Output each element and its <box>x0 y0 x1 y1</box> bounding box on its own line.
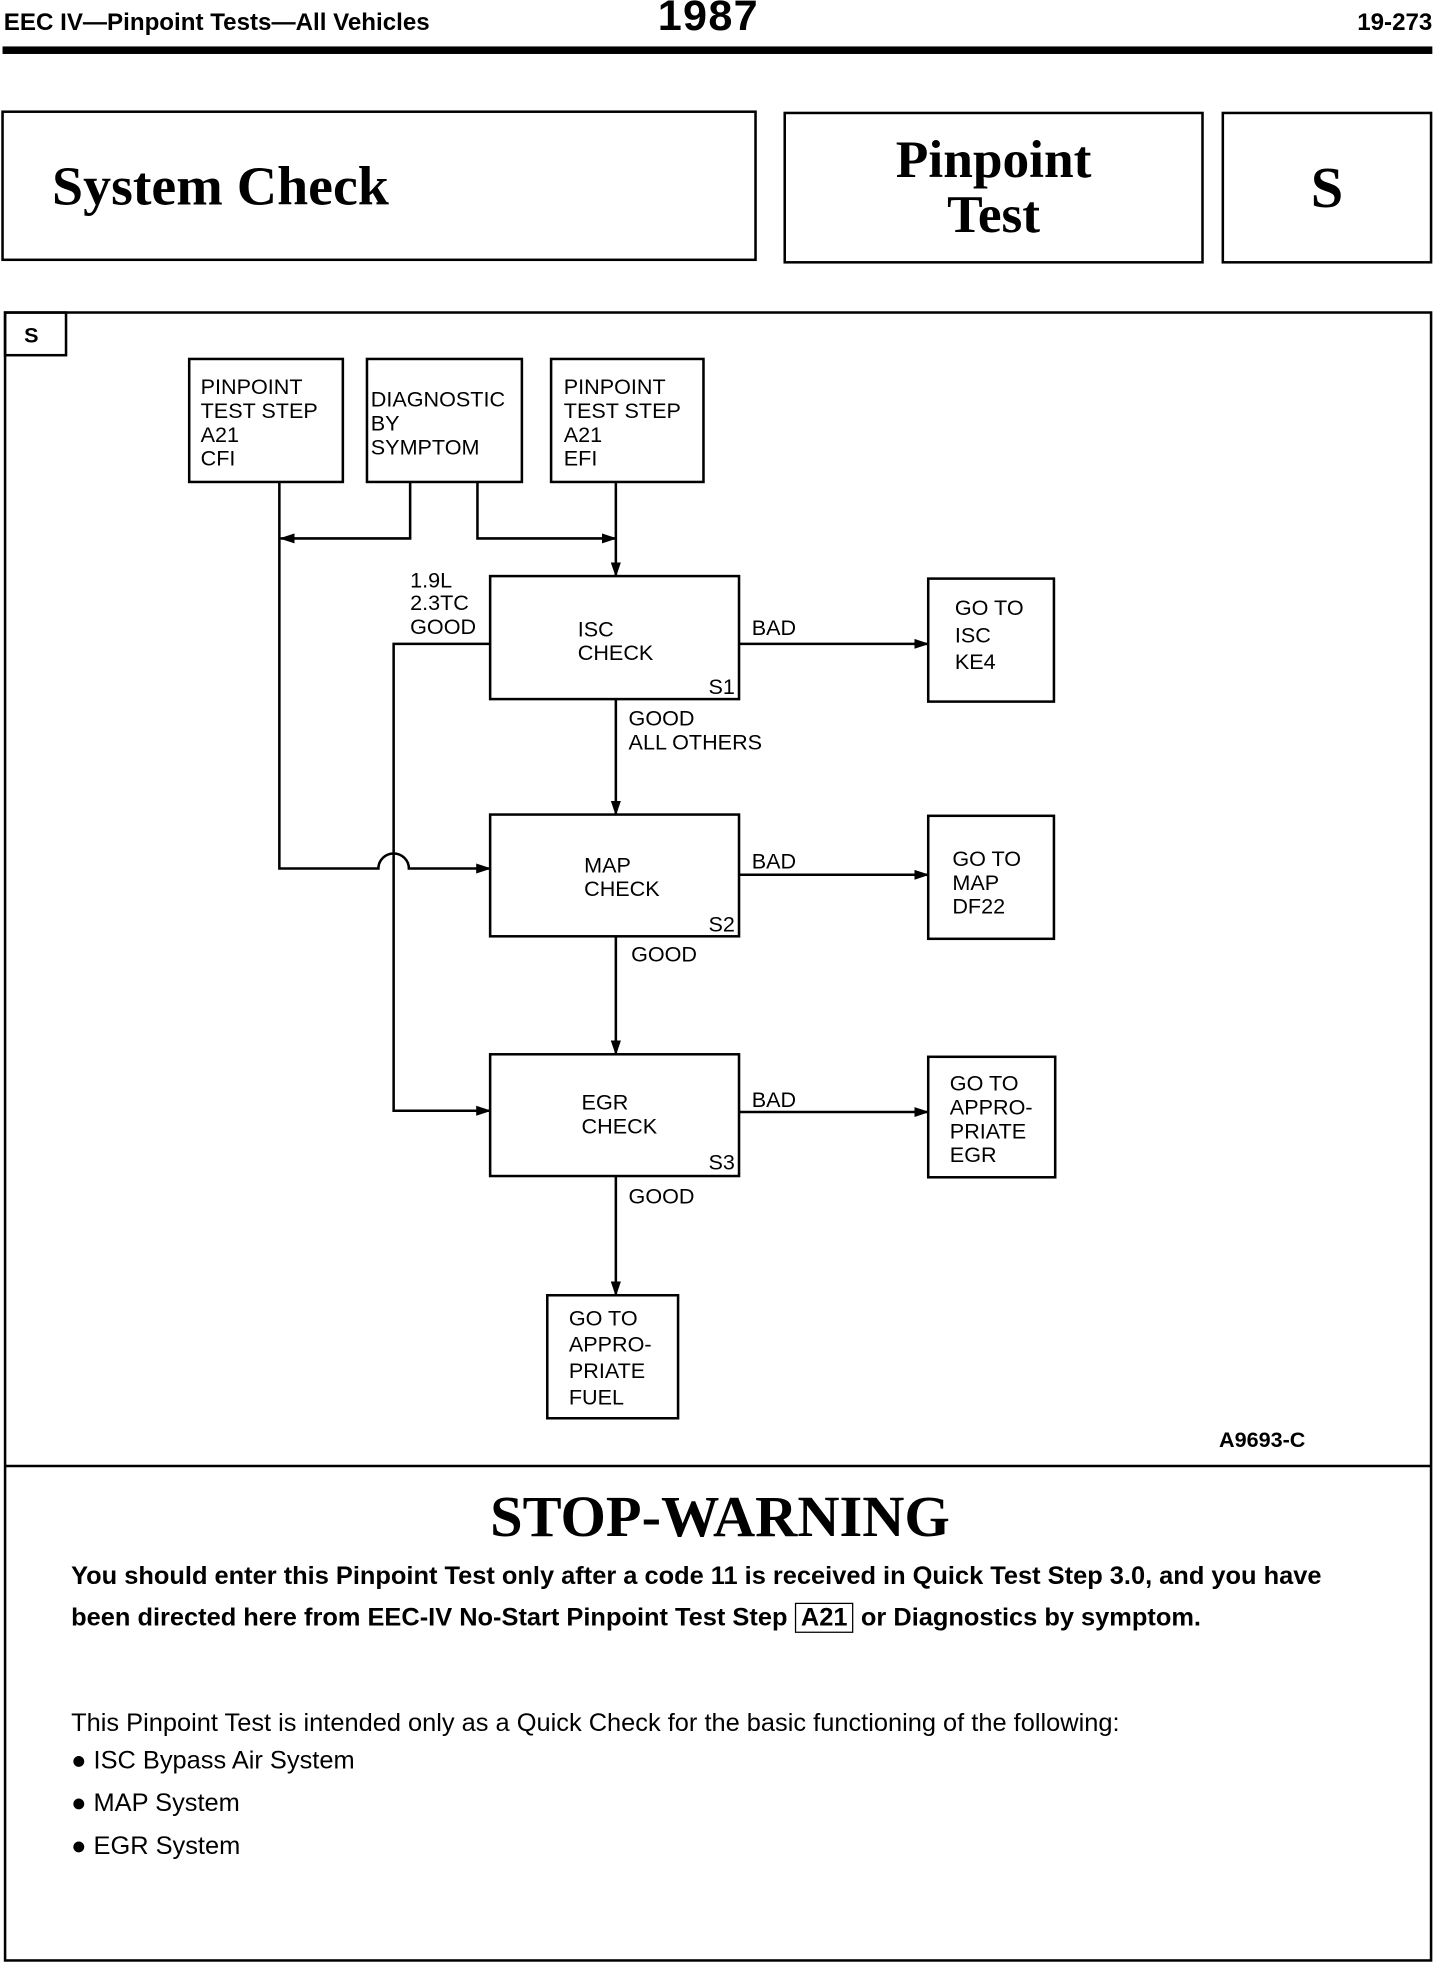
warning-text: or Diagnostics by symptom. <box>853 1604 1201 1632</box>
flow-label: 1.9L <box>410 568 452 592</box>
box-text: BY <box>371 412 400 436</box>
box-text: MAP <box>584 853 631 877</box>
section-title-box: System Check <box>1 110 757 262</box>
bullet-item: ● ISC Bypass Air System <box>71 1747 355 1775</box>
box-goto-egr <box>926 1055 1057 1179</box>
box-text: DF22 <box>952 895 1005 919</box>
box-text: APPRO- <box>950 1096 1033 1120</box>
box-text: A21 <box>564 423 602 447</box>
box-text: CHECK <box>584 877 660 901</box>
box-cfi <box>187 357 345 484</box>
box-text: CFI <box>201 447 236 471</box>
test-code-box: S <box>1221 111 1433 264</box>
box-text: APPRO- <box>569 1333 652 1357</box>
tab-box <box>3 311 68 357</box>
flow-dbs-to-cfi <box>279 481 412 544</box>
flow-label: GOOD <box>410 615 476 639</box>
flow-cfi-to-map <box>278 481 492 874</box>
box-text: SYMPTOM <box>371 435 480 459</box>
bullet-item: ● MAP System <box>71 1789 240 1818</box>
diagram-frame <box>3 311 1433 1962</box>
box-text: PRIATE <box>569 1359 645 1383</box>
flow-label: GOOD <box>629 707 695 731</box>
box-text: PRIATE <box>950 1119 1026 1143</box>
box-text: KE4 <box>955 650 996 674</box>
box-text: TEST STEP <box>564 399 681 423</box>
box-text: TEST STEP <box>201 399 318 423</box>
box-text: PINPOINT <box>201 375 303 399</box>
flow-label-good: GOOD <box>629 1185 695 1209</box>
page-number: 19-273 <box>1357 10 1433 37</box>
running-header: EEC IV—Pinpoint Tests—All Vehicles <box>3 10 430 37</box>
box-text: ISC <box>578 617 614 641</box>
box-text: GO TO <box>950 1072 1019 1096</box>
test-type-box: Pinpoint Test <box>783 111 1204 264</box>
flow-label-bad: BAD <box>752 1088 796 1112</box>
figure-id: A9693-C <box>1219 1428 1305 1452</box>
bullet-item: ● EGR System <box>71 1832 241 1861</box>
box-text: EGR <box>582 1091 629 1115</box>
test-code: S <box>1310 155 1344 220</box>
year: 1987 <box>657 0 759 41</box>
step-id: S1 <box>709 675 735 699</box>
warning-text: You should enter this Pinpoint Test only… <box>71 1562 1322 1632</box>
step-id: S3 <box>709 1151 735 1175</box>
tab-label: S <box>24 324 38 348</box>
flow-dbs-to-isc <box>476 481 618 544</box>
warning-title: STOP-WARNING <box>490 1484 950 1549</box>
intro-paragraph: This Pinpoint Test is intended only as a… <box>71 1709 1120 1738</box>
box-text: PINPOINT <box>564 375 666 399</box>
bullet-text: EGR System <box>93 1832 241 1861</box>
box-diagnostic <box>365 357 524 484</box>
box-text: CHECK <box>578 641 654 665</box>
step-reference: A21 <box>794 1602 854 1633</box>
box-text: GO TO <box>952 847 1021 871</box>
flow-label: ALL OTHERS <box>629 730 763 754</box>
box-text: EFI <box>564 447 598 471</box>
bullet-text: ISC Bypass Air System <box>93 1747 355 1775</box>
flow-label-good: GOOD <box>631 943 697 967</box>
box-efi <box>549 357 705 484</box>
box-text: FUEL <box>569 1386 624 1410</box>
box-text: CHECK <box>582 1114 658 1138</box>
box-text: GO TO <box>569 1306 638 1330</box>
box-isc-check <box>488 574 741 701</box>
box-text: A21 <box>201 423 239 447</box>
flow-label-bad: BAD <box>752 850 796 874</box>
header-rule <box>2 46 1433 54</box>
box-text: GO TO <box>955 596 1024 620</box>
section-title: System Check <box>52 155 389 217</box>
warning-paragraph: You should enter this Pinpoint Test only… <box>71 1556 1366 1639</box>
box-text: ISC <box>955 624 991 648</box>
box-text: DIAGNOSTIC <box>371 388 505 412</box>
flow-label-bad: BAD <box>752 616 796 640</box>
flow-label: 2.3TC <box>410 591 469 615</box>
box-text: MAP <box>952 871 999 895</box>
flow-isc-to-egr <box>392 642 492 1116</box>
box-text: EGR <box>950 1143 997 1167</box>
test-type-line: Test <box>947 186 1041 245</box>
step-id: S2 <box>709 912 735 936</box>
bullet-text: MAP System <box>93 1789 240 1818</box>
test-type-line: Pinpoint <box>895 131 1092 189</box>
